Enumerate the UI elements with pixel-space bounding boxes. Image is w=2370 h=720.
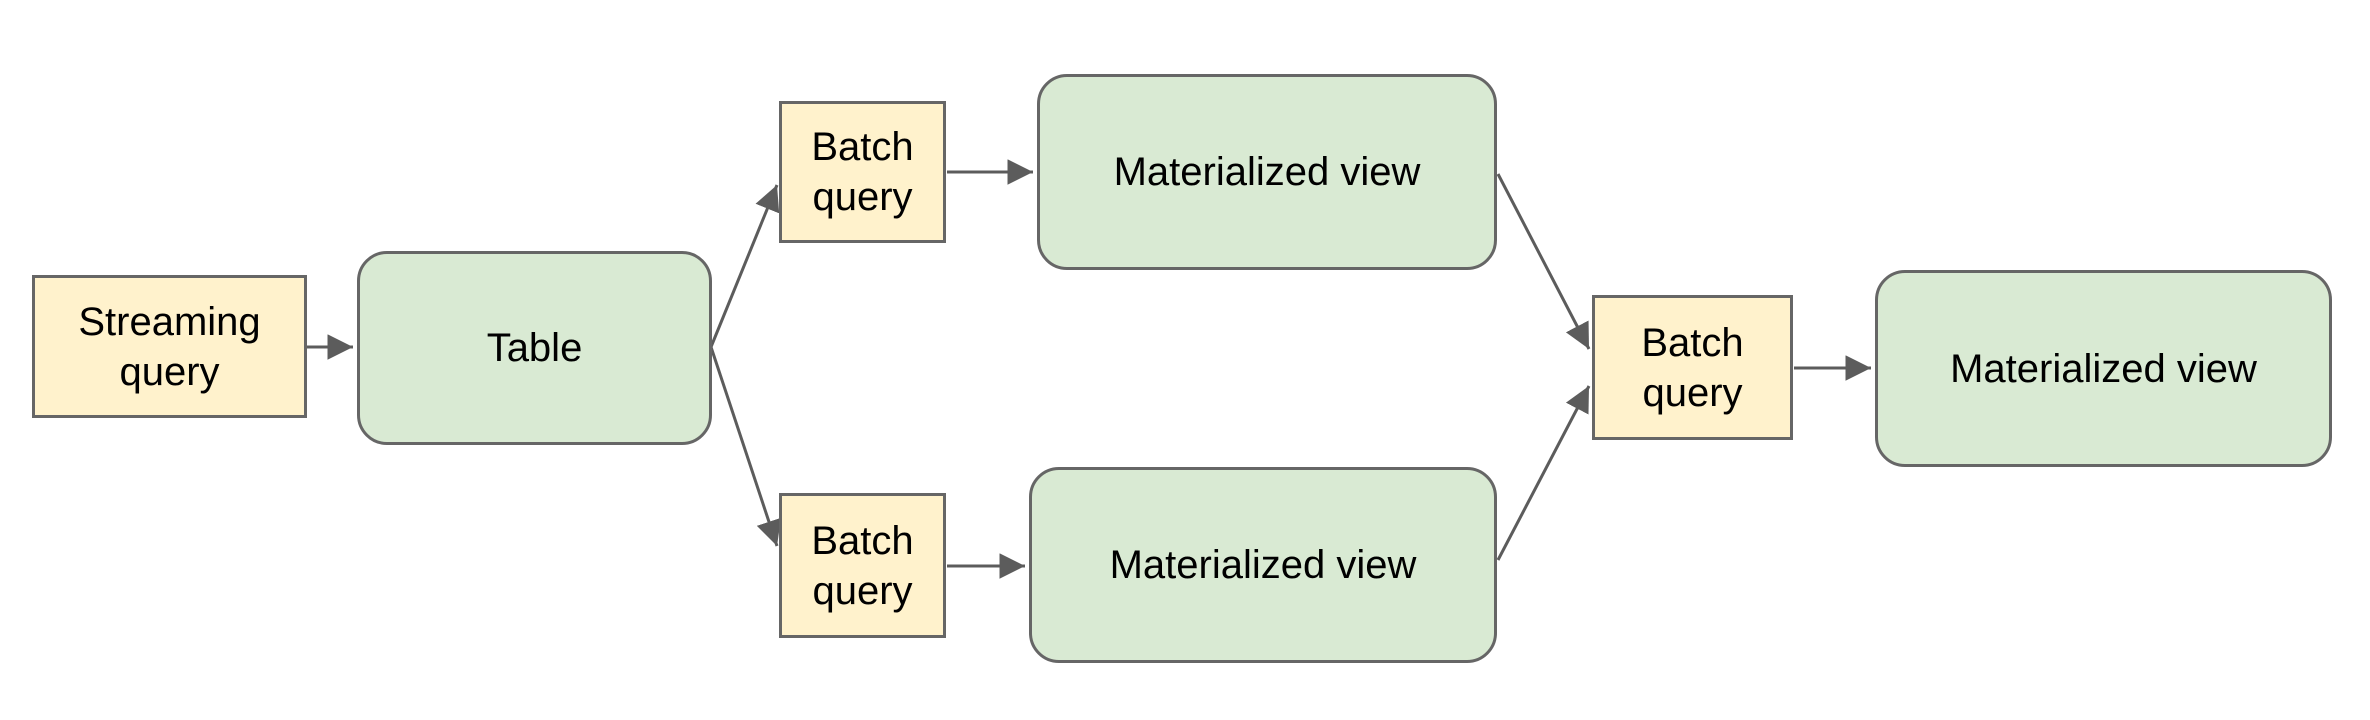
node-materialized-view-final-label: Materialized view (1950, 346, 2257, 391)
node-materialized-view-bottom: Materialized view (1029, 467, 1497, 663)
node-table: Table (357, 251, 712, 445)
node-streaming-query-label: Streaming query (78, 299, 261, 394)
node-batch-query-top: Batch query (779, 101, 946, 243)
arrow-table-to-batch-query-top (709, 184, 780, 348)
arrow-mv-top-to-batch-query-mid (1496, 173, 1591, 350)
node-batch-query-bottom: Batch query (779, 493, 946, 638)
node-batch-query-top-label: Batch query (811, 125, 914, 219)
node-streaming-query: Streaming query (32, 275, 307, 418)
node-materialized-view-final: Materialized view (1875, 270, 2332, 467)
node-table-label: Table (486, 326, 583, 370)
node-batch-query-bottom-label: Batch query (811, 518, 914, 613)
node-materialized-view-top: Materialized view (1037, 74, 1497, 270)
arrow-table-to-batch-query-bottom (709, 346, 782, 547)
arrow-mv-bottom-to-batch-query-mid (1496, 385, 1591, 561)
node-batch-query-mid: Batch query (1592, 295, 1793, 440)
node-materialized-view-bottom-label: Materialized view (1109, 543, 1417, 587)
node-materialized-view-top-label: Materialized view (1113, 150, 1421, 194)
node-batch-query-mid-label: Batch query (1641, 320, 1744, 415)
